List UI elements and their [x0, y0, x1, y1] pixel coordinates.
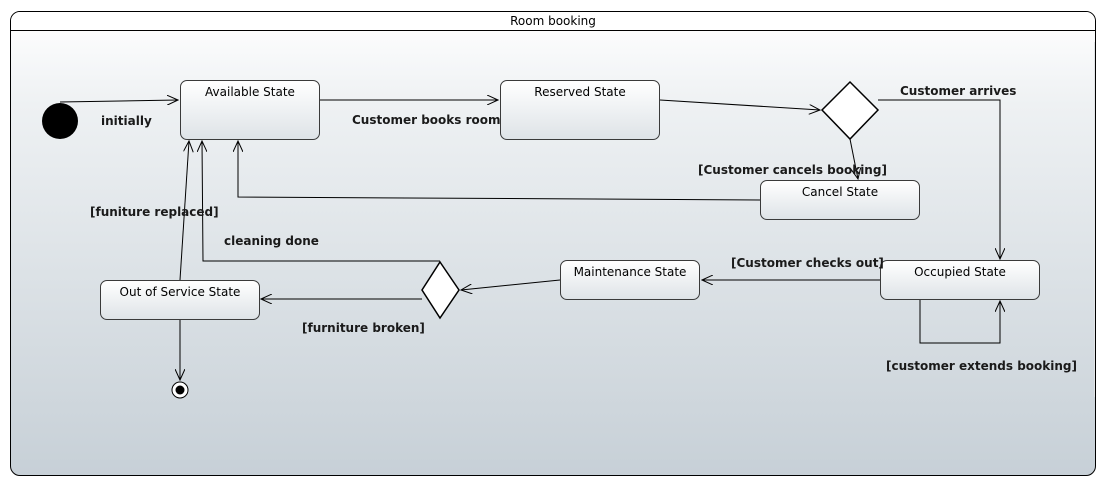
label-customer-extends-booking: [customer extends booking] [886, 359, 1077, 373]
transition-maintenance-to-choice [461, 279, 561, 290]
vertical-scrollbar[interactable] [1094, 42, 1095, 397]
state-cancel[interactable]: Cancel State [760, 180, 920, 220]
transition-cancel-to-available [238, 141, 761, 201]
decision-node-maintenance [421, 260, 460, 320]
transition-reserved-to-choice [659, 99, 820, 110]
label-customer-books-room: Customer books room [352, 113, 501, 127]
label-furniture-broken: [furniture broken] [302, 321, 425, 335]
decision-node-arrival [820, 80, 880, 141]
initial-node [42, 103, 78, 139]
transition-furniture-replaced [179, 141, 189, 281]
label-customer-checks-out: [Customer checks out] [731, 256, 884, 270]
label-cleaning-done: cleaning done [224, 234, 319, 248]
state-available[interactable]: Available State [180, 80, 320, 140]
transition-customer-cancels [849, 138, 858, 179]
transition-cleaning-done [202, 141, 440, 262]
state-occupied[interactable]: Occupied State [880, 260, 1040, 300]
label-customer-cancels-booking: [Customer cancels booking] [698, 163, 887, 177]
state-reserved[interactable]: Reserved State [500, 80, 660, 140]
transition-customer-extends-booking [919, 299, 1000, 344]
label-furniture-replaced: [funiture replaced] [90, 205, 219, 219]
transition-initially [59, 100, 178, 102]
state-out-of-service[interactable]: Out of Service State [100, 280, 260, 320]
label-customer-arrives: Customer arrives [900, 84, 1017, 98]
transition-customer-arrives [878, 99, 1000, 259]
label-initially: initially [101, 114, 152, 128]
frame-title: Room booking [11, 12, 1095, 31]
state-maintenance[interactable]: Maintenance State [560, 260, 700, 300]
